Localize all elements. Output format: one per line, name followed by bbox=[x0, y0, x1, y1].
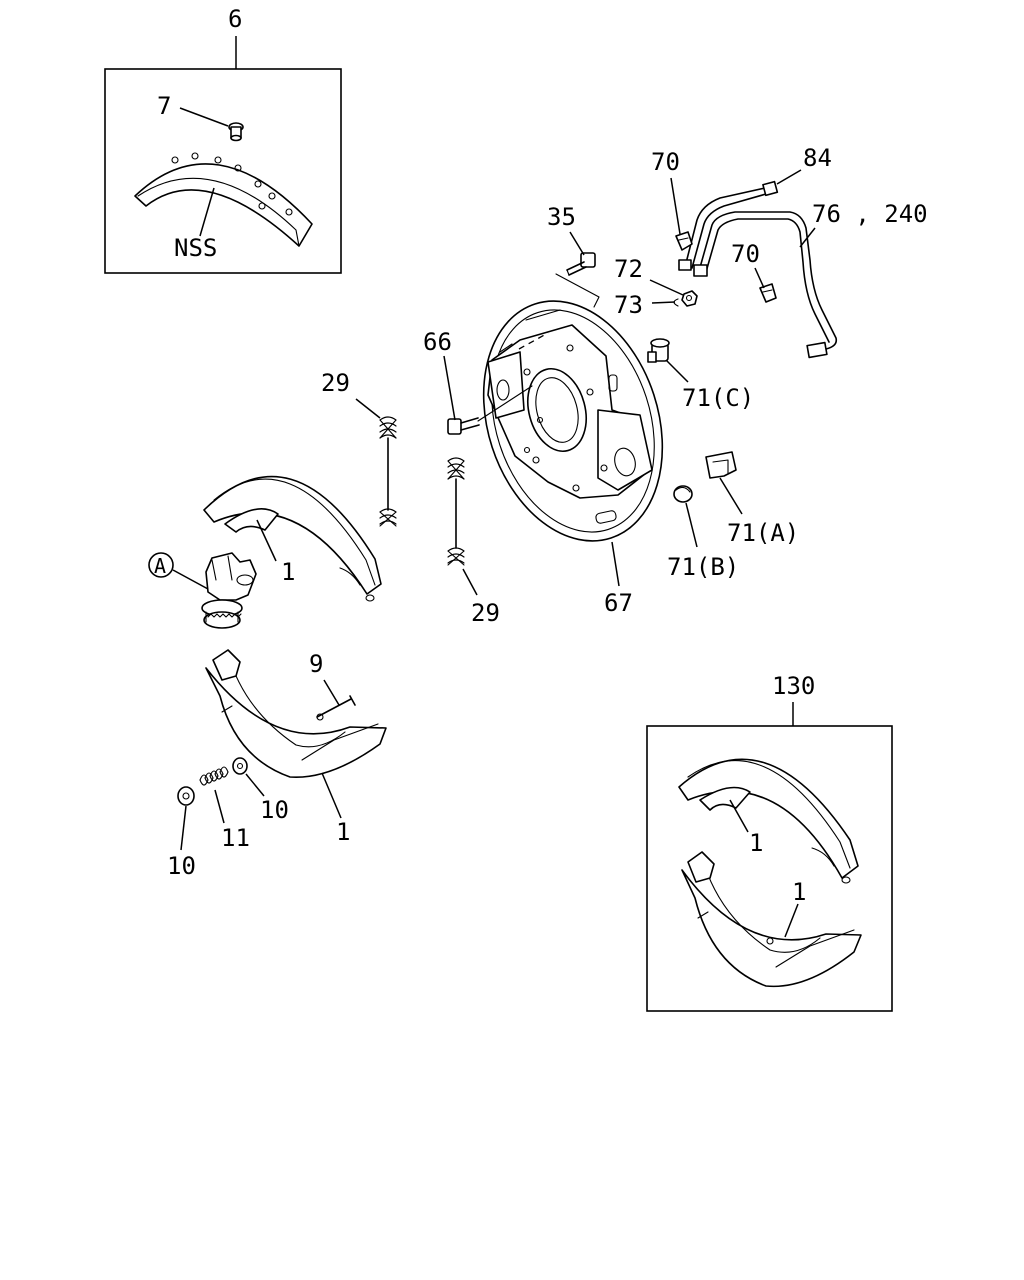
brake-shoe-lower bbox=[205, 649, 387, 779]
callout-1-upper: 1 bbox=[281, 558, 295, 586]
brake-shoe-kit-upper bbox=[678, 758, 859, 884]
plug-part-71b bbox=[673, 485, 693, 503]
bolt-35-assembly-line bbox=[555, 273, 600, 308]
leader-nss bbox=[199, 187, 215, 237]
callout-nss: NSS bbox=[174, 234, 217, 262]
callout-1-kit-upper: 1 bbox=[749, 829, 763, 857]
callout-35: 35 bbox=[547, 203, 576, 231]
callout-29-upper: 29 bbox=[321, 369, 350, 397]
bolt-part-35 bbox=[566, 252, 596, 276]
callout-11: 11 bbox=[221, 824, 250, 852]
hold-down-pin-9 bbox=[316, 695, 356, 718]
callout-70-upper: 70 bbox=[651, 148, 680, 176]
callout-1-lower: 1 bbox=[336, 818, 350, 846]
leader-1-upper bbox=[256, 519, 277, 562]
leader-70-lower bbox=[754, 267, 765, 289]
callout-29-lower: 29 bbox=[471, 599, 500, 627]
nut-part-72 bbox=[681, 290, 698, 307]
brake-lining-nss bbox=[134, 152, 313, 247]
leader-9 bbox=[323, 679, 340, 706]
leader-76-240 bbox=[799, 227, 816, 248]
callout-6: 6 bbox=[228, 5, 242, 33]
clip-part-70-upper bbox=[675, 231, 693, 251]
leader-10-left bbox=[180, 805, 187, 851]
rivet-part-7 bbox=[228, 122, 244, 142]
callout-70-lower: 70 bbox=[731, 240, 760, 268]
callout-73: 73 bbox=[614, 291, 643, 319]
bolt-66-assembly-line bbox=[477, 385, 533, 422]
return-spring-29-upper bbox=[379, 416, 397, 527]
callout-76-240: 76 , 240 bbox=[812, 200, 928, 228]
callout-9: 9 bbox=[309, 650, 323, 678]
washer-part-10-left bbox=[177, 786, 195, 806]
callout-71c: 71(C) bbox=[682, 384, 754, 412]
leader-1-kit-upper bbox=[729, 799, 749, 833]
callout-67: 67 bbox=[604, 589, 633, 617]
leader-66 bbox=[443, 355, 456, 421]
callout-71a: 71(A) bbox=[727, 519, 799, 547]
callout-1-kit-lower: 1 bbox=[792, 878, 806, 906]
plug-part-71a bbox=[705, 451, 737, 479]
return-spring-29-lower bbox=[447, 457, 465, 566]
leader-1-kit-lower bbox=[784, 903, 799, 938]
leader-72 bbox=[649, 279, 684, 296]
wheel-cylinder-a bbox=[201, 552, 257, 629]
brake-pipe-76-240 bbox=[693, 211, 838, 359]
leader-11 bbox=[214, 789, 225, 824]
callout-71b: 71(B) bbox=[667, 553, 739, 581]
callout-84: 84 bbox=[803, 144, 832, 172]
leader-71b bbox=[685, 502, 698, 548]
leader-1-lower bbox=[321, 772, 342, 819]
callout-a: A bbox=[154, 554, 166, 578]
callout-72: 72 bbox=[614, 255, 643, 283]
leader-71a bbox=[719, 477, 743, 515]
clip-part-70-lower bbox=[759, 283, 777, 303]
leader-7 bbox=[179, 107, 229, 127]
leader-35 bbox=[569, 231, 585, 256]
leader-73 bbox=[651, 301, 676, 304]
plate-hidden-line bbox=[518, 332, 549, 350]
callout-10-right: 10 bbox=[260, 796, 289, 824]
leader-a bbox=[172, 569, 209, 590]
spring-part-11 bbox=[199, 766, 229, 786]
leader-10-right bbox=[245, 773, 265, 797]
leader-29-lower bbox=[462, 568, 478, 596]
brake-shoe-kit-lower bbox=[681, 851, 862, 988]
leader-67 bbox=[611, 541, 620, 587]
callout-7: 7 bbox=[157, 92, 171, 120]
bolt-part-66 bbox=[447, 417, 480, 435]
callout-a-circle bbox=[148, 552, 174, 578]
kit-box-6 bbox=[104, 68, 342, 274]
leader-70-upper bbox=[670, 177, 681, 235]
kit-box-130 bbox=[646, 725, 893, 1012]
backing-plate-67 bbox=[482, 300, 664, 542]
brake-pipe-84 bbox=[678, 180, 779, 271]
callout-66: 66 bbox=[423, 328, 452, 356]
bleeder-part-71c bbox=[647, 338, 670, 363]
leader-71c bbox=[665, 359, 689, 383]
callout-130: 130 bbox=[772, 672, 815, 700]
callout-10-left: 10 bbox=[167, 852, 196, 880]
leader-29-upper bbox=[355, 398, 381, 419]
leader-84 bbox=[776, 169, 802, 185]
washer-part-10-right bbox=[232, 757, 248, 775]
brake-shoe-upper bbox=[203, 475, 382, 602]
